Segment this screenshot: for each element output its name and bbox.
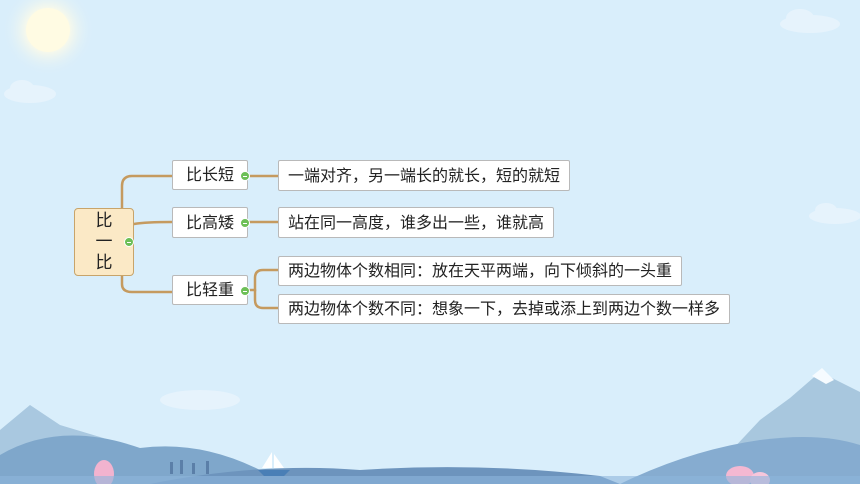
branch-compare-weight[interactable]: 比轻重 — [172, 275, 248, 305]
detail-compare-weight-different[interactable]: 两边物体个数不同：想象一下，去掉或添上到两边个数一样多 — [278, 294, 731, 324]
sailboat-icon — [0, 452, 860, 484]
branch-length-collapse-toggle-icon[interactable] — [240, 171, 250, 181]
detail-text: 两边物体个数不同：想象一下，去掉或添上到两边个数一样多 — [288, 299, 721, 318]
detail-compare-weight-same[interactable]: 两边物体个数相同：放在天平两端，向下倾斜的一头重 — [278, 256, 683, 286]
detail-compare-length[interactable]: 一端对齐，另一端长的就长，短的就短 — [278, 160, 571, 191]
branch-label: 比轻重 — [185, 280, 234, 299]
root-collapse-toggle-icon[interactable] — [124, 237, 134, 247]
branch-weight-collapse-toggle-icon[interactable] — [240, 286, 250, 296]
connector-weight-detail-2 — [253, 288, 280, 310]
detail-compare-height[interactable]: 站在同一高度，谁多出一些，谁就高 — [278, 207, 555, 238]
connector-root-to-weight — [120, 274, 174, 294]
detail-text: 站在同一高度，谁多出一些，谁就高 — [288, 212, 545, 232]
sun-icon — [2, 0, 94, 76]
root-char-1: 比 — [95, 210, 113, 231]
detail-text: 两边物体个数相同：放在天平两端，向下倾斜的一头重 — [288, 261, 673, 280]
branch-compare-height[interactable]: 比高矮 — [172, 207, 248, 238]
branch-label: 比高矮 — [185, 212, 234, 232]
root-char-2: 一 — [95, 231, 113, 252]
branch-label: 比长短 — [185, 165, 234, 184]
connector-weight-detail-1 — [246, 268, 280, 292]
connector-root-to-height — [132, 220, 174, 226]
mindmap-root-node[interactable]: 比 一 比 — [74, 208, 134, 276]
cloud-icon — [4, 9, 860, 410]
connector-root-to-length — [120, 174, 174, 210]
branch-height-collapse-toggle-icon[interactable] — [240, 218, 250, 228]
root-char-3: 比 — [95, 252, 113, 273]
detail-text: 一端对齐，另一端长的就长，短的就短 — [288, 165, 561, 185]
branch-compare-length[interactable]: 比长短 — [172, 160, 248, 190]
